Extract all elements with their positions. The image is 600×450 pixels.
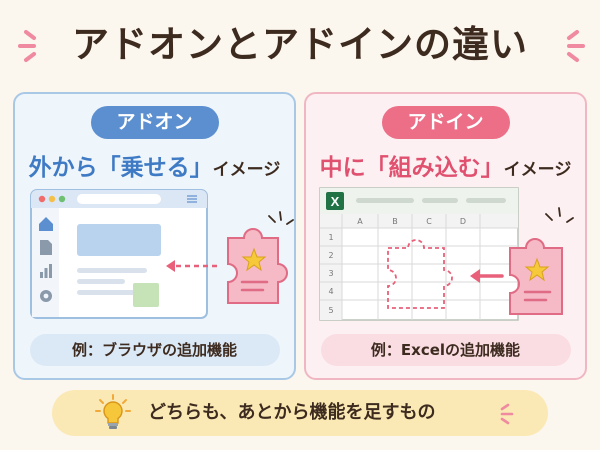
page-title: アドオンとアドインの違い: [72, 23, 528, 66]
summary-text: どちらも、あとから機能を足すもの: [148, 402, 436, 423]
addon-example: 例：ブラウザの追加機能: [29, 334, 280, 366]
puzzle-slot-outline: [387, 239, 453, 309]
row-header: 5: [328, 306, 333, 315]
gear-icon: [40, 290, 52, 302]
maximize-dot: [58, 195, 66, 203]
column-header: D: [460, 217, 466, 226]
excel-logo-letter: X: [331, 194, 340, 209]
addon-subtitle-main: 外から「乗せる」: [28, 155, 213, 181]
row-header: 1: [328, 233, 333, 242]
row-header: 4: [328, 287, 333, 296]
puzzle-piece-icon: [227, 228, 288, 304]
addin-panel: アドイン 中に「組み込む」イメージ X A B C D: [304, 92, 587, 380]
puzzle-piece-icon: [509, 238, 563, 315]
sparkle-icon: [500, 403, 514, 425]
column-header: A: [357, 217, 363, 226]
home-icon: [39, 217, 53, 231]
spreadsheet-illustration: X A B C D 1 2 3 4 5: [319, 187, 574, 321]
addin-label: アドイン: [381, 106, 510, 139]
star-icon: [524, 257, 550, 282]
column-header: B: [392, 217, 398, 226]
minimize-dot: [48, 195, 56, 203]
close-dot: [38, 195, 46, 203]
browser-illustration: [30, 189, 294, 319]
excel-icon: [326, 192, 344, 210]
addin-example: 例：Excelの追加機能: [320, 334, 571, 366]
lightbulb-icon: [95, 394, 131, 429]
sparkle-icon: [268, 211, 294, 225]
addon-panel: アドオン 外から「乗せる」イメージ: [13, 92, 296, 380]
addin-subtitle-suffix: イメージ: [503, 160, 572, 180]
row-header: 3: [328, 269, 333, 278]
sparkle-icon: [545, 207, 574, 223]
column-header: C: [426, 217, 432, 226]
row-header: 2: [328, 251, 333, 260]
star-icon: [241, 247, 267, 272]
menu-icon: [187, 195, 197, 203]
sparkle-icon: [18, 30, 36, 62]
sparkle-icon: [567, 30, 585, 62]
chart-icon: [40, 264, 52, 278]
addin-subtitle: 中に「組み込む」イメージ: [306, 148, 585, 182]
addon-subtitle: 外から「乗せる」イメージ: [15, 148, 294, 182]
addon-subtitle-suffix: イメージ: [212, 160, 281, 180]
summary-bar: どちらも、あとから機能を足すもの: [52, 390, 548, 436]
addon-label: アドオン: [90, 106, 219, 139]
addin-subtitle-main: 中に「組み込む」: [319, 155, 504, 181]
document-icon: [40, 240, 52, 255]
